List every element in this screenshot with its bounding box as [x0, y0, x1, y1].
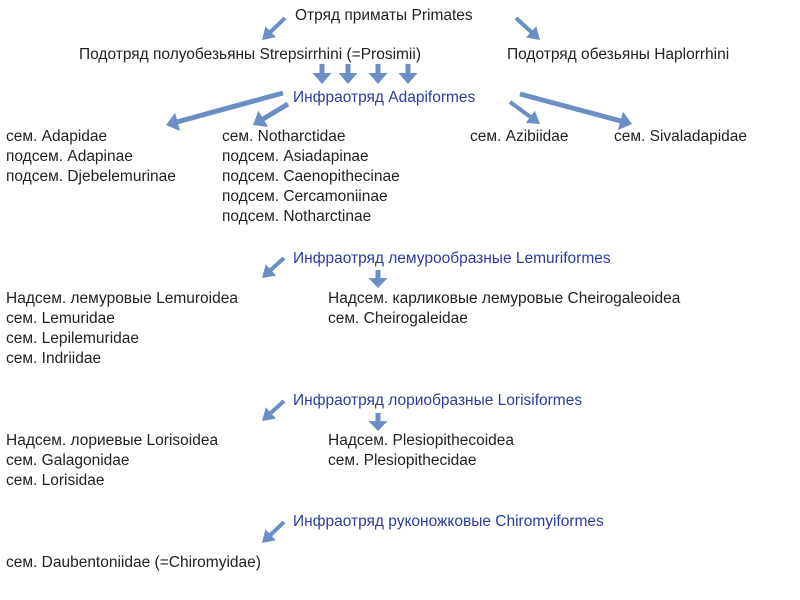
taxon-line: Надсем. лемуровые Lemuroidea — [6, 290, 238, 307]
infraorder-lemuriformes: Инфраотряд лемурообразные Lemuriformes — [293, 250, 611, 267]
arrow-lemuriformes-to-cheirogaleoidea — [368, 270, 388, 288]
arrow-to-infraorder-down — [368, 64, 388, 84]
superfamily-group-plesiopithecoidea: Надсем. Plesiopithecoidea сем. Plesiopit… — [328, 431, 514, 471]
order-title: Отряд приматы Primates — [295, 7, 473, 24]
taxon-line: подсем. Notharctinae — [222, 208, 372, 225]
arrow-to-infraorder-down — [312, 64, 332, 84]
arrow-to-infraorder-down — [338, 64, 358, 84]
taxon-line: подсем. Caenopithecinae — [222, 168, 400, 185]
taxon-line: сем. Notharctidae — [222, 128, 346, 145]
arrow-order-to-haplorrhini — [514, 16, 540, 40]
arrow-lorisiformes-to-plesiopithecoidea — [368, 413, 388, 431]
family-group-sivaladapidae: сем. Sivaladapidae — [614, 127, 747, 147]
taxon-line: сем. Adapidae — [6, 128, 108, 145]
arrow-order-to-strepsirrhini — [262, 16, 287, 40]
taxon-line: Надсем. лориевые Lorisoidea — [6, 432, 219, 449]
taxon-line: подсем. Adapinae — [6, 148, 133, 165]
arrow-lorisiformes-to-lorisoidea — [262, 399, 286, 421]
family-group-adapidae: сем. Adapidae подсем. Adapinae подсем. D… — [6, 127, 176, 187]
arrow-adapiformes-to-adapidae — [166, 90, 284, 131]
superfamily-group-cheirogaleoidea: Надсем. карликовые лемуровые Cheirogaleo… — [328, 289, 680, 329]
family-group-azibiidae: сем. Azibiidae — [470, 127, 569, 147]
arrow-chiromyiformes-to-daubentoniidae — [262, 520, 286, 543]
taxon-line: Надсем. карликовые лемуровые Cheirogaleo… — [328, 290, 681, 307]
family-group-notharctidae: сем. Notharctidae подсем. Asiadapinae по… — [222, 127, 400, 227]
taxon-line: подсем. Asiadapinae — [222, 148, 369, 165]
arrow-to-infraorder-down — [398, 64, 418, 84]
taxon-line: сем. Lepilemuridae — [6, 330, 140, 347]
family-group-daubentoniidae: сем. Daubentoniidae (=Chiromyidae) — [6, 553, 261, 573]
infraorder-lorisiformes: Инфраотряд лориобразные Lorisiformes — [293, 392, 583, 409]
taxon-line: подсем. Djebelemurinae — [6, 168, 176, 185]
suborder-haplorrhini: Подотряд обезьяны Haplorrhini — [507, 46, 730, 63]
infraorder-chiromyiformes: Инфраотряд руконожковые Chiromyiformes — [293, 513, 604, 530]
taxon-line: сем. Lorisidae — [6, 472, 105, 489]
arrow-adapiformes-to-sivaladapidae — [519, 91, 632, 131]
arrow-adapiformes-to-azibiidae — [508, 100, 540, 124]
superfamily-group-lorisoidea: Надсем. лориевые Lorisoidea сем. Galagon… — [6, 431, 218, 491]
superfamily-group-lemuroidea: Надсем. лемуровые Lemuroidea сем. Lemuri… — [6, 289, 238, 369]
infraorder-adapiformes: Инфраотряд Adapiformes — [293, 89, 476, 106]
arrow-adapiformes-to-notharctidae — [253, 101, 290, 127]
arrow-lemuriformes-to-lemuroidea — [262, 256, 286, 278]
taxon-line: сем. Galagonidae — [6, 452, 130, 469]
taxon-line: сем. Cheirogaleidae — [328, 310, 468, 327]
taxon-line: сем. Lemuridae — [6, 310, 115, 327]
taxon-line: сем. Azibiidae — [470, 128, 569, 145]
taxon-line: сем. Plesiopithecidae — [328, 452, 477, 469]
taxon-line: сем. Daubentoniidae (=Chiromyidae) — [6, 554, 261, 571]
taxon-line: подсем. Cercamoniinae — [222, 188, 388, 205]
suborder-strepsirrhini: Подотряд полуобезьяны Strepsirrhini (=Pr… — [79, 46, 421, 63]
taxon-line: Надсем. Plesiopithecoidea — [328, 432, 514, 449]
taxon-line: сем. Sivaladapidae — [614, 128, 748, 145]
taxon-line: сем. Indriidae — [6, 350, 102, 367]
